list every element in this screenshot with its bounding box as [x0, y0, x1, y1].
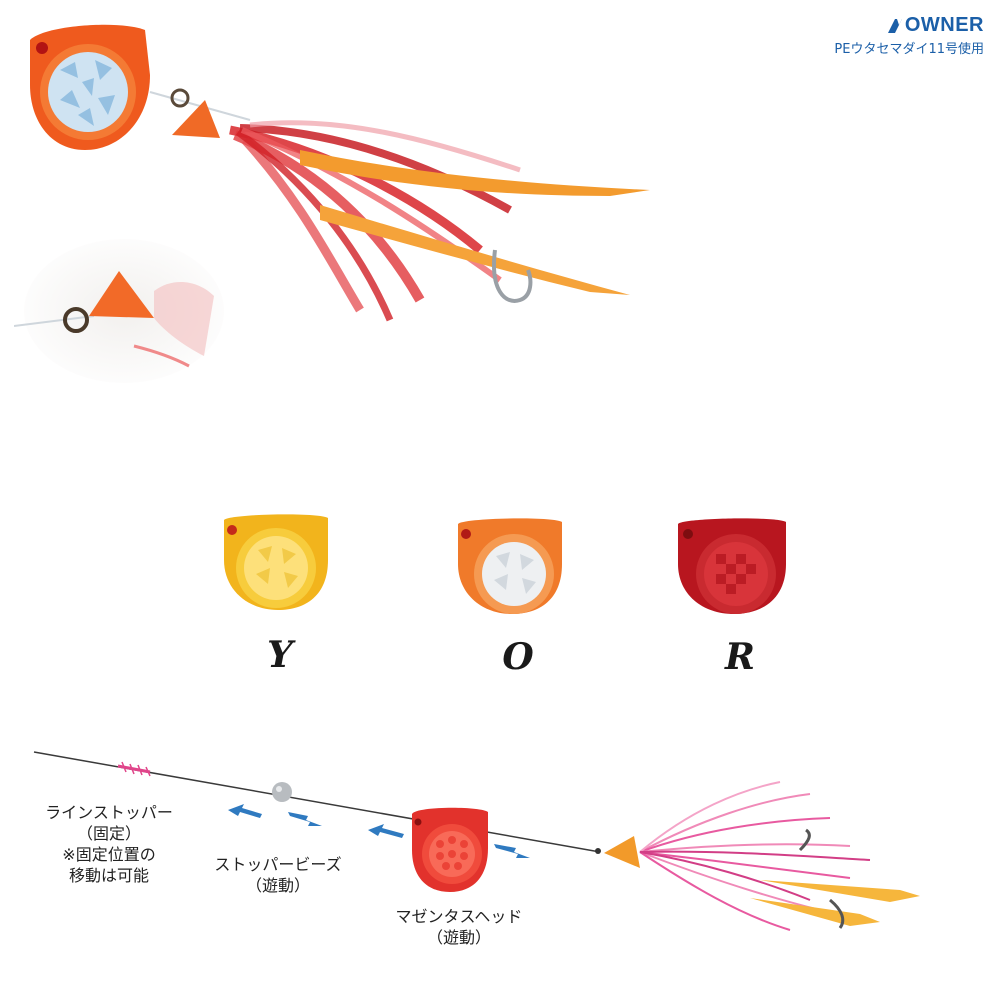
rig-diagram — [33, 751, 920, 931]
inset-detail-image — [14, 239, 224, 383]
label-line-stopper: ラインストッパー （固定） ※固定位置の 移動は可能 — [45, 803, 173, 885]
arrow-left-icon — [228, 804, 262, 818]
movement-arrows — [228, 804, 530, 858]
arrow-left-icon — [368, 824, 404, 838]
label-stopper-beads: ストッパービーズ （遊動） — [214, 855, 342, 895]
hook-icon — [798, 828, 811, 852]
variant-swatch-o[interactable] — [452, 514, 568, 618]
variant-label-o: O — [502, 636, 534, 678]
arrow-right-icon — [494, 844, 530, 858]
hook-icon — [492, 249, 533, 303]
brand-block: OWNER PEウタセマダイ11号使用 — [834, 14, 984, 57]
owner-logo-icon — [887, 18, 902, 33]
line-stopper-icon — [117, 761, 151, 777]
magenta-head-icon — [412, 807, 488, 892]
variant-label-y: Y — [267, 634, 293, 676]
brand-name: OWNER — [904, 14, 984, 36]
tail-ribbon-icon — [750, 898, 880, 926]
product-main-image — [30, 24, 650, 322]
brand-logo: OWNER — [834, 14, 984, 37]
sinker-head — [30, 24, 150, 150]
variant-swatch-y[interactable] — [218, 510, 334, 614]
bead-cone — [172, 100, 220, 138]
swivel-ring-icon — [63, 307, 89, 333]
stopper-bead-icon — [272, 782, 292, 802]
arrow-right-icon — [288, 812, 322, 826]
variant-label-r: R — [725, 636, 755, 678]
hook-icon — [829, 898, 845, 929]
tail-ribbon-icon — [760, 880, 920, 902]
skirt-icon — [639, 781, 871, 931]
label-magenta-head: マゼンタスヘッド （遊動） — [395, 907, 523, 947]
variant-swatch-r[interactable] — [672, 514, 792, 618]
bead-cone-icon — [604, 836, 640, 868]
line-spec-note: PEウタセマダイ11号使用 — [834, 42, 984, 57]
tail-ribbon — [300, 150, 650, 196]
skirt-strands — [229, 120, 521, 322]
